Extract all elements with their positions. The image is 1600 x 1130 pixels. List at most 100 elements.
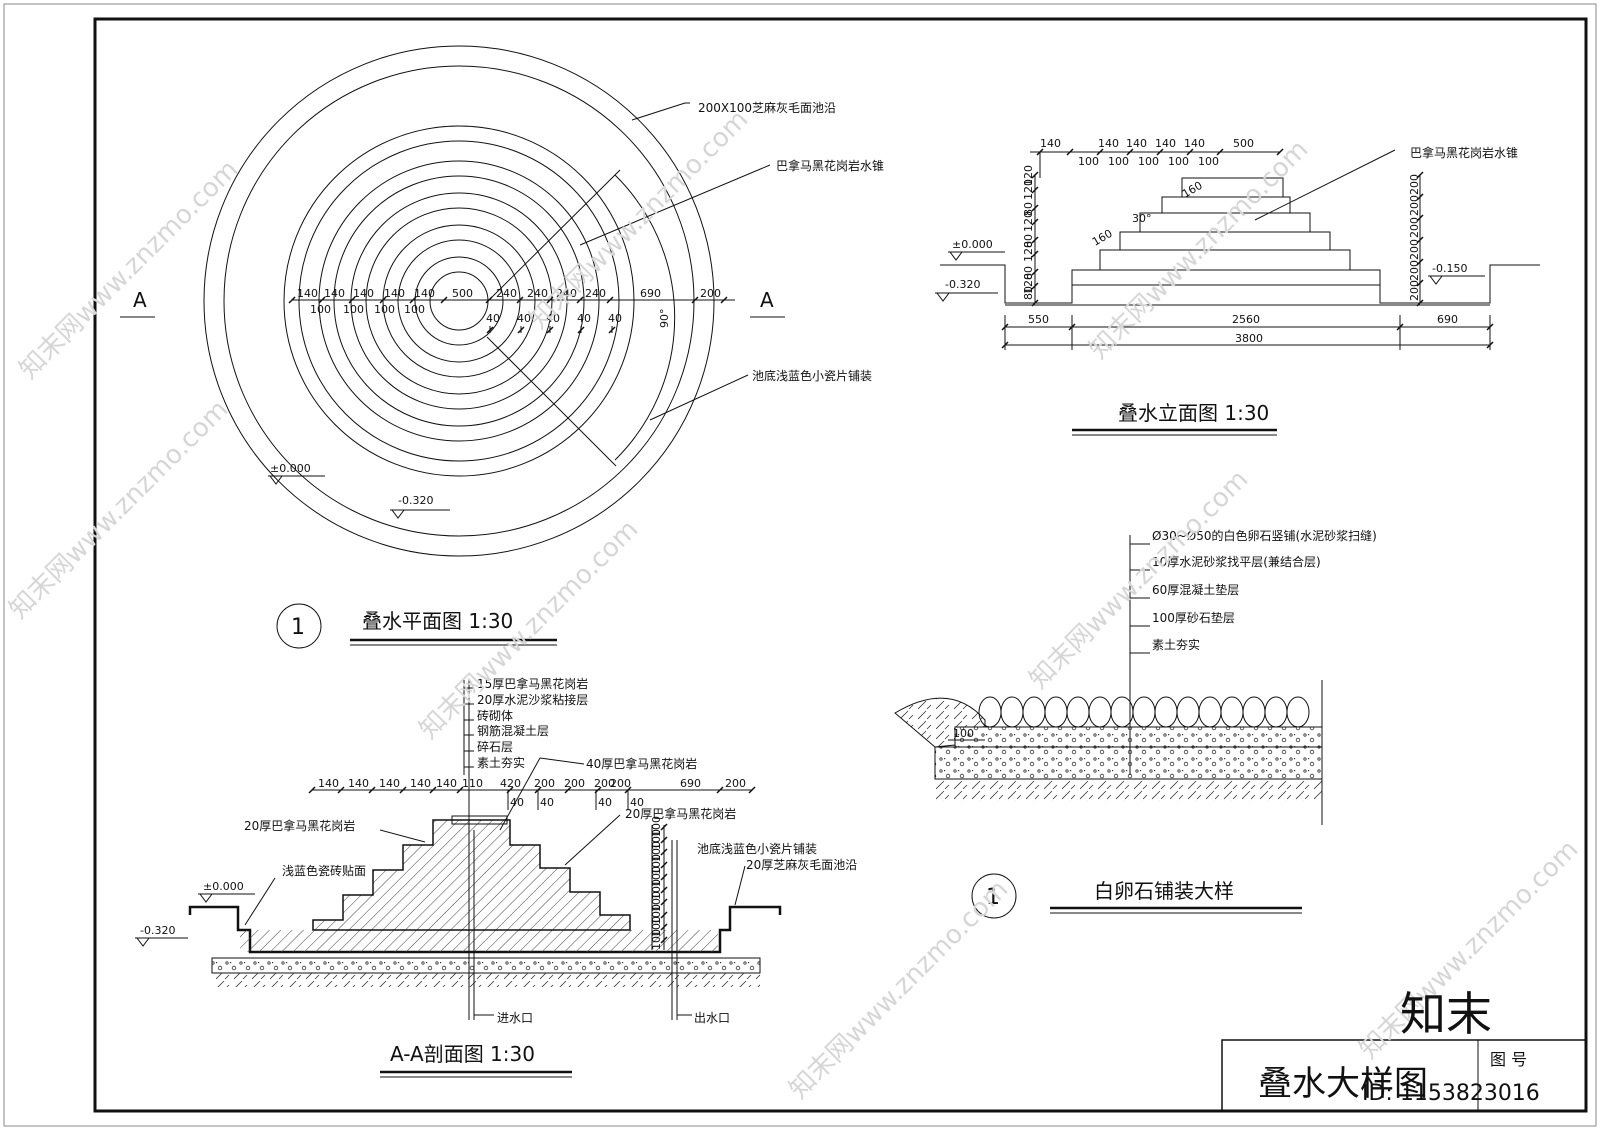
elev-dim-top-sub: 100 (1078, 155, 1099, 168)
plan-step-ring (318, 160, 600, 442)
plan-label-cone: 巴拿马黑花岗岩水锥 (776, 158, 884, 173)
pebble (1044, 696, 1068, 728)
watermark-text: 知末网www.znzmo.com (4, 394, 235, 625)
pebble (1000, 696, 1024, 728)
elev-dim-bottom: 550 (1028, 313, 1049, 326)
sec-layer-callout: 20厚水泥沙浆粘接层 (477, 692, 588, 707)
plan-dim-top: 140 (384, 287, 405, 300)
plan-dim-bottom: 100 (374, 303, 395, 316)
pebble (1132, 696, 1156, 728)
plan-step-ring (283, 125, 635, 477)
sec-label-20-granite-left: 20厚巴拿马黑花岗岩 (244, 818, 355, 833)
sec-layer-callout: 砖砌体 (477, 708, 513, 723)
elev-dim-left: 120 (1022, 165, 1035, 186)
plan-step-ring (429, 271, 489, 331)
elev-dim-bottom: 2560 (1232, 313, 1260, 326)
elev-level-zero: ±0.000 (952, 238, 993, 251)
pebble (1264, 696, 1288, 728)
plan-level-zero: ±0.000 (270, 462, 311, 475)
elev-dim-right: 200 (1408, 217, 1421, 238)
plan-step-ring (298, 140, 620, 462)
sec-layer-callout: 素土夯实 (477, 755, 525, 770)
elev-dim-top: 140 (1040, 137, 1061, 150)
plan-step-ring (365, 207, 553, 395)
sec-dim-vertical: 100 (650, 879, 663, 900)
detail-layer-callout: Ø30~Ø50的白色卵石竖铺(水泥砂浆扫缝) (1152, 528, 1377, 543)
watermark-layer: 知末网www.znzmo.com 知末网www.znzmo.com 知末网www… (4, 104, 1585, 1106)
detail-badge: 1 (986, 885, 1000, 910)
sec-level-pool: -0.320 (140, 924, 175, 937)
elev-dim-top: 140 (1184, 137, 1205, 150)
elevation-step (1181, 177, 1284, 198)
section-title: A-A剖面图 1:30 (390, 1042, 535, 1066)
plan-dim-top: 140 (414, 287, 435, 300)
title-block-name: 叠水大样图 (1258, 1064, 1428, 1104)
detail-dim: 100 (953, 727, 974, 740)
sec-label-20-granite-right: 20厚巴拿马黑花岗岩 (625, 806, 736, 821)
pebble (1088, 696, 1112, 728)
sec-dim-vertical: 100 (650, 904, 663, 925)
plan-dim-bottom: 100 (404, 303, 425, 316)
sec-dim-top: 200 (534, 777, 555, 790)
elev-dim-total: 3800 (1235, 332, 1263, 345)
plan-view: A A 90° 200X100芝麻灰毛面池沿 巴拿马黑花岗岩水锥 池底浅蓝色小瓷… (120, 45, 884, 649)
elev-angle-label: 160 (1090, 227, 1115, 249)
sec-dim-vertical: 100 (650, 829, 663, 850)
pebble (1022, 696, 1046, 728)
sec-label-coping: 20厚芝麻灰毛面池沿 (746, 857, 857, 872)
elev-dim-left: 120 (1022, 179, 1035, 200)
detail-layer-callout: 10厚水泥砂浆找平层(兼结合层) (1152, 554, 1321, 569)
plan-dim-small: 40 (486, 312, 500, 325)
sec-dim-vertical: 100 (650, 816, 663, 837)
elev-dim-left: 80 (1022, 266, 1035, 280)
pebble (1066, 696, 1090, 728)
elev-dim-right: 200 (1408, 239, 1421, 260)
sec-dim-small: 40 (630, 796, 644, 809)
sec-label-40-granite: 40厚巴拿马黑花岗岩 (586, 756, 697, 771)
plan-concentric-rings (203, 45, 715, 557)
elev-dim-right: 200 (1408, 174, 1421, 195)
plan-step-ring (333, 175, 585, 427)
elevation-step (1071, 269, 1381, 286)
detail-title: 白卵石铺装大样 (1094, 879, 1234, 903)
plan-dim-top: 500 (452, 287, 473, 300)
elev-dim-left: 120 (1022, 241, 1035, 262)
elev-dim-left: 120 (1022, 273, 1035, 294)
plan-dim-small: 40 (546, 312, 560, 325)
pebble (1198, 696, 1222, 728)
sec-dim-small: 40 (510, 796, 524, 809)
plan-dim-small: 40 (608, 312, 622, 325)
plan-badge: 1 (291, 615, 305, 640)
sec-dim-vertical: 100 (650, 866, 663, 887)
plan-angle: 90° (658, 309, 671, 329)
watermark-logo: 知末 (1400, 987, 1492, 1041)
elev-dim-top: 140 (1098, 137, 1119, 150)
elevation-step (1099, 249, 1351, 271)
sec-label-floor: 池底浅蓝色小瓷片铺装 (697, 841, 817, 856)
sec-dim-top: 140 (379, 777, 400, 790)
plan-dim-top: 140 (324, 287, 345, 300)
sec-dim-top: 140 (410, 777, 431, 790)
plan-dim-top: 200 (700, 287, 721, 300)
elev-dim-top-sub: 100 (1108, 155, 1129, 168)
elev-label-cone: 巴拿马黑花岗岩水锥 (1410, 145, 1518, 160)
detail-layer-callout: 60厚混凝土垫层 (1152, 582, 1239, 597)
sec-dim-top: 140 (318, 777, 339, 790)
elev-dim-left: 80 (1022, 286, 1035, 300)
elev-angle-label: 30° (1132, 212, 1152, 225)
elev-dim-bottom: 690 (1437, 313, 1458, 326)
watermark-text: 知末网www.znzmo.com (14, 154, 245, 385)
pebble-detail: Ø30~Ø50的白色卵石竖铺(水泥砂浆扫缝) 10厚水泥砂浆找平层(兼结合层) 60… (894, 528, 1377, 919)
sec-layer-callout: 碎石层 (477, 739, 513, 754)
plan-outer-ring (203, 45, 715, 557)
title-block: 叠水大样图 图 号 (1221, 1039, 1587, 1112)
elev-dim-top: 500 (1233, 137, 1254, 150)
pebble (1242, 696, 1266, 728)
plan-dim-top: 140 (353, 287, 374, 300)
detail-layer-callout: 100厚砂石垫层 (1152, 610, 1235, 625)
plan-dim-top: 690 (640, 287, 661, 300)
